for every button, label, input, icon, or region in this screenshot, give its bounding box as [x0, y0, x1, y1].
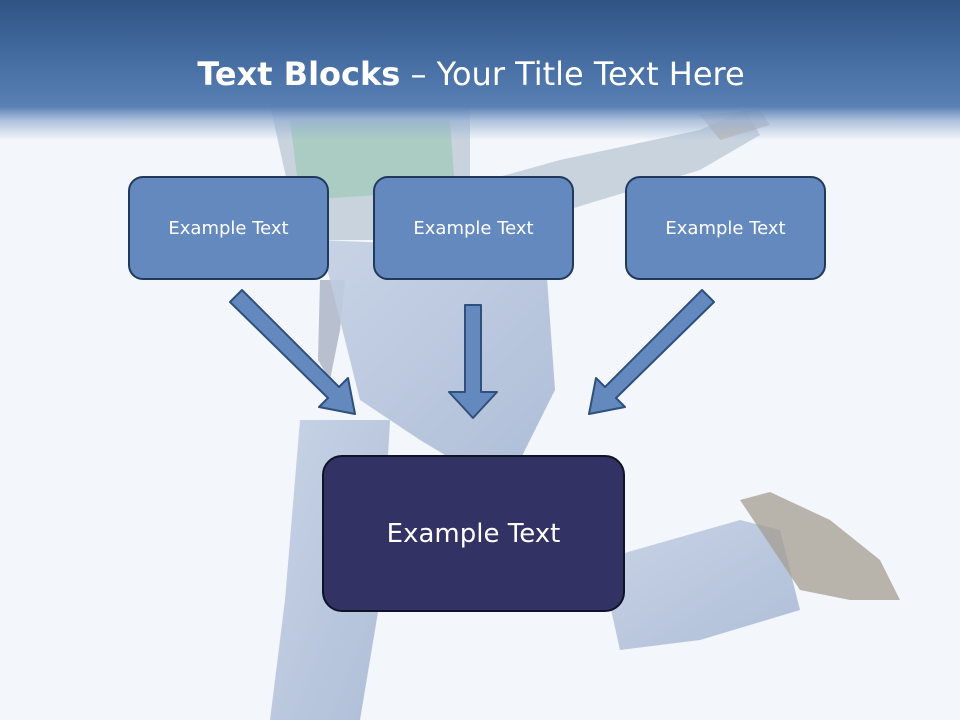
- main-text-block[interactable]: Example Text: [322, 455, 625, 612]
- text-block-2[interactable]: Example Text: [373, 176, 574, 280]
- main-text-block-label: Example Text: [386, 518, 561, 549]
- title-dash: –: [400, 55, 437, 93]
- text-block-3[interactable]: Example Text: [625, 176, 826, 280]
- title-bold-text: Text Blocks: [197, 55, 401, 93]
- slide-title: Text Blocks – Your Title Text Here: [0, 52, 942, 96]
- text-block-1-label: Example Text: [168, 217, 289, 239]
- text-block-3-label: Example Text: [665, 217, 786, 239]
- arrow-center-down[interactable]: [448, 304, 498, 419]
- title-rest-text: Your Title Text Here: [436, 55, 745, 93]
- arrow-left-diagonal[interactable]: [229, 289, 356, 415]
- text-block-2-label: Example Text: [413, 217, 534, 239]
- title-band: [0, 0, 960, 140]
- text-block-1[interactable]: Example Text: [128, 176, 329, 280]
- arrow-right-diagonal[interactable]: [588, 289, 715, 415]
